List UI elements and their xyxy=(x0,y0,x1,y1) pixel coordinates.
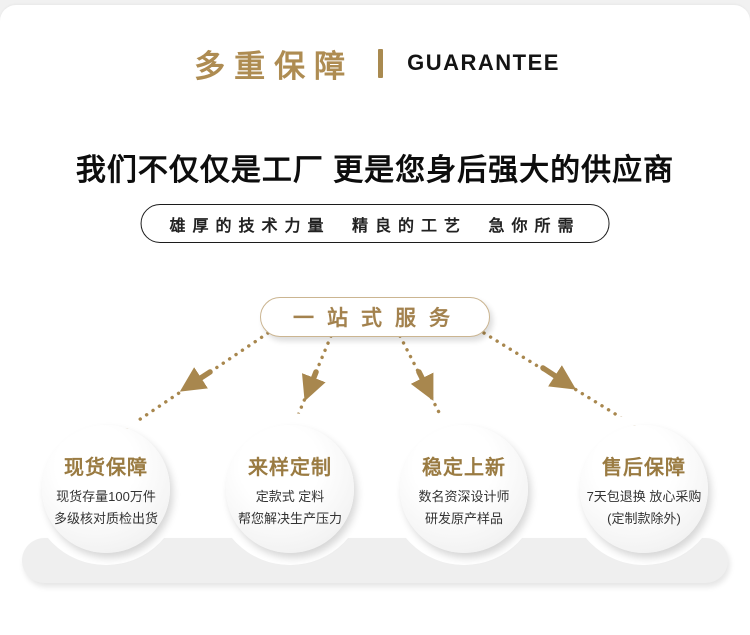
one-stop-service-pill: 一站式服务 xyxy=(260,297,490,337)
feature-line1: 现货存量100万件 xyxy=(56,489,156,504)
dotted-arrow-to-feature-3 xyxy=(398,334,451,434)
feature-line2: 帮您解决生产压力 xyxy=(237,511,342,526)
dotted-arrows-graphic xyxy=(125,331,640,434)
dotted-arrow-to-feature-1 xyxy=(125,331,270,430)
gold-divider-bar xyxy=(378,48,384,78)
dotted-arrow-to-feature-2 xyxy=(289,334,333,434)
feature-title: 稳定上新 xyxy=(422,457,506,479)
tagline-capsule: 雄厚的技术力量 精良的工艺 急你所需 xyxy=(140,204,610,243)
feature-line2: 多级核对质检出货 xyxy=(53,511,158,526)
feature-line2: 研发原产样品 xyxy=(424,511,503,526)
feature-circle-after-sales-guarantee: 售后保障 7天包退换 放心采购 (定制款除外) xyxy=(580,425,708,553)
feature-line1: 7天包退换 放心采购 xyxy=(586,489,702,504)
feature-title: 来样定制 xyxy=(248,457,332,479)
feature-line2: (定制款除外) xyxy=(607,511,681,526)
feature-circle-stock-guarantee: 现货保障 现货存量100万件 多级核对质检出货 xyxy=(42,425,170,553)
section-title-en: GUARANTEE xyxy=(407,50,560,75)
tagline-text: 雄厚的技术力量 精良的工艺 急你所需 xyxy=(169,217,581,235)
feature-title: 售后保障 xyxy=(602,457,686,479)
dotted-arrow-to-feature-4 xyxy=(482,331,640,430)
base-platform xyxy=(22,538,728,583)
service-pill-label: 一站式服务 xyxy=(293,307,463,330)
section-title-cn: 多重保障 xyxy=(194,48,355,84)
feature-circle-steady-new-arrivals: 稳定上新 数名资深设计师 研发原产样品 xyxy=(400,425,528,553)
section-header: 多重保障 GUARANTEE xyxy=(0,44,750,84)
feature-circle-sample-customization: 来样定制 定款式 定料 帮您解决生产压力 xyxy=(226,425,354,553)
feature-line1: 数名资深设计师 xyxy=(418,489,510,504)
feature-title: 现货保障 xyxy=(64,457,148,479)
headline: 我们不仅仅是工厂 更是您身后强大的供应商 xyxy=(75,154,675,187)
feature-line1: 定款式 定料 xyxy=(255,489,325,504)
